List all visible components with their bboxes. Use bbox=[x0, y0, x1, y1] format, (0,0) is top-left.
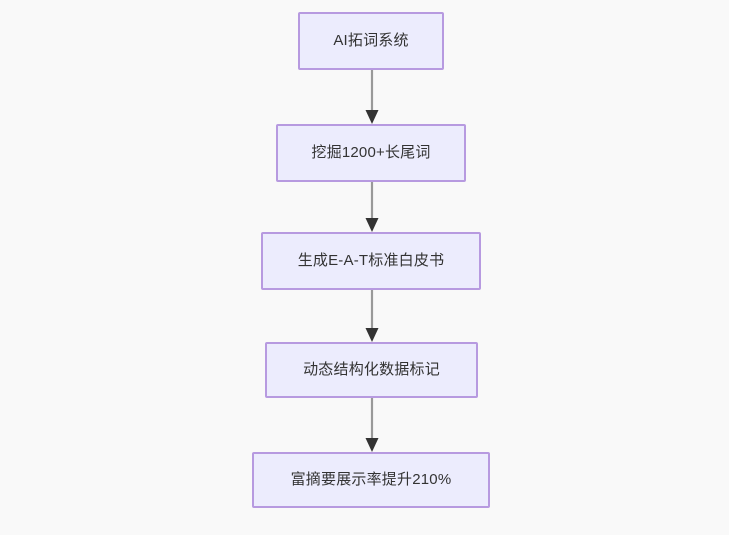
flow-node-ai-keyword-system[interactable]: AI拓词系统 bbox=[298, 12, 444, 70]
edge-n1-n2-arrow-icon bbox=[365, 70, 379, 124]
edge-n3-n4 bbox=[361, 290, 383, 342]
flow-node-label: 生成E-A-T标准白皮书 bbox=[297, 252, 445, 269]
flow-node-label: 富摘要展示率提升210% bbox=[290, 471, 452, 488]
flow-node-generate-eat-whitepaper[interactable]: 生成E-A-T标准白皮书 bbox=[261, 232, 481, 290]
edge-n4-n5-arrow-icon bbox=[365, 398, 379, 452]
edge-n2-n3-arrow-icon bbox=[365, 182, 379, 232]
edge-n4-n5 bbox=[361, 398, 383, 452]
flow-node-label: AI拓词系统 bbox=[333, 32, 409, 49]
flow-node-label: 挖掘1200+长尾词 bbox=[311, 144, 431, 161]
edge-n2-n3 bbox=[361, 182, 383, 232]
flow-node-rich-snippet-rate-increase[interactable]: 富摘要展示率提升210% bbox=[252, 452, 490, 508]
edge-n3-n4-arrow-icon bbox=[365, 290, 379, 342]
edge-n1-n2 bbox=[361, 70, 383, 124]
flow-node-label: 动态结构化数据标记 bbox=[303, 361, 440, 378]
flow-node-dynamic-structured-data-markup[interactable]: 动态结构化数据标记 bbox=[265, 342, 478, 398]
flow-node-mine-longtail-keywords[interactable]: 挖掘1200+长尾词 bbox=[276, 124, 466, 182]
